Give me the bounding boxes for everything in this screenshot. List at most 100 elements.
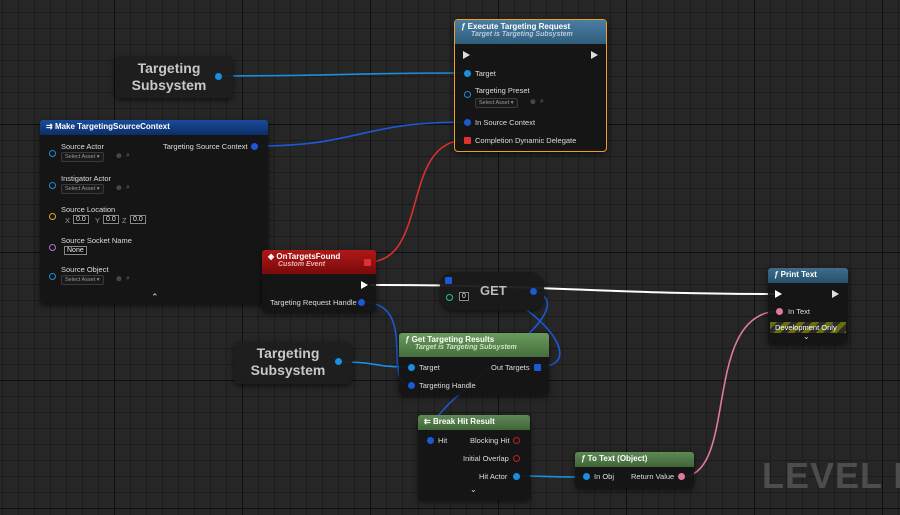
wire-return-to-intext [680,310,781,478]
x-value-input[interactable]: 0.0 [73,215,89,224]
array-get-node[interactable]: GET 0 [440,272,544,310]
z-label: Z [122,216,127,225]
node-subtitle: Target is Targeting Subsystem [415,344,517,351]
in-text-pin[interactable] [776,308,783,315]
search-icon[interactable]: ⌕ [126,184,130,191]
in-obj-pin[interactable] [583,473,590,480]
hit-input-pin[interactable] [427,437,434,444]
add-icon[interactable]: ⊕ [116,185,122,192]
instigator-actor-label: Instigator Actor [61,174,112,183]
execute-targeting-request-node[interactable]: ƒ Execute Targeting Request Target is Ta… [454,19,607,152]
get-targeting-results-node[interactable]: ƒ Get Targeting Results Target is Target… [399,333,549,395]
exec-in-pin[interactable] [463,51,470,59]
wire-delegate [367,139,467,263]
targeting-subsystem-variable-node[interactable]: Targeting Subsystem [115,56,233,98]
node-title: Get Targeting Results [411,335,495,344]
break-hit-result-node[interactable]: ⇇ Break Hit Result Hit Blocking Hit Init… [418,415,530,500]
source-object-dropdown[interactable]: Select Asset [61,275,104,285]
in-source-context-label: In Source Context [475,118,536,127]
node-header: ⇇ Break Hit Result [418,415,530,430]
event-delegate-pin[interactable] [364,259,371,266]
targeting-subsystem-variable-node-2[interactable]: Targeting Subsystem [234,342,352,384]
search-icon[interactable]: ⌕ [126,152,130,159]
expand-chevron-icon[interactable]: ⌄ [803,332,810,341]
source-socket-name-pin[interactable] [49,244,56,251]
add-icon[interactable]: ⊕ [116,276,122,283]
collapse-chevron-icon[interactable]: ⌃ [151,292,159,302]
to-text-object-node[interactable]: ƒ To Text (Object) In Obj Return Value [575,452,694,488]
exec-in-pin[interactable] [775,290,782,298]
blocking-hit-pin[interactable] [513,437,520,444]
function-icon: ƒ [581,454,588,463]
search-icon[interactable]: ⌕ [540,98,544,105]
function-icon: ƒ [405,335,412,344]
socket-name-input[interactable]: None [64,246,87,255]
variable-name-line-2: Subsystem [250,362,326,378]
search-icon[interactable]: ⌕ [126,275,130,282]
add-icon[interactable]: ⊕ [116,153,122,160]
y-label: Y [95,216,101,225]
array-input-pin[interactable] [445,277,452,284]
out-targets-pin[interactable] [534,364,541,371]
completion-delegate-pin[interactable] [464,137,471,144]
print-text-node[interactable]: ƒ Print Text In Text Development Only ⌄ [768,268,848,344]
targeting-preset-label: Targeting Preset [475,86,530,95]
targeting-source-context-output-pin[interactable] [251,143,258,150]
exec-out-pin[interactable] [832,290,839,298]
hit-label: Hit [438,436,448,445]
expand-chevron-icon[interactable]: ⌄ [470,485,477,494]
y-value-input[interactable]: 0.0 [103,215,119,224]
development-only-label: Development Only [775,323,837,332]
hit-actor-label: Hit Actor [479,472,508,481]
targeting-handle-pin[interactable] [408,382,415,389]
node-title: Print Text [780,270,817,279]
wire-subsystem-to-target [218,72,467,77]
z-value-input[interactable]: 0.0 [130,215,146,224]
in-source-context-pin[interactable] [464,119,471,126]
source-object-pin[interactable] [49,273,56,280]
in-obj-label: In Obj [594,472,615,481]
function-icon: ƒ [774,270,781,279]
return-value-label: Return Value [631,472,675,481]
wire-exec-event-to-print [369,284,779,295]
variable-name-line-1: Targeting [137,60,201,76]
target-pin[interactable] [464,70,471,77]
hit-actor-pin[interactable] [513,473,520,480]
development-only-banner: Development Only [770,322,846,333]
targeting-request-handle-pin[interactable] [358,299,365,306]
add-icon[interactable]: ⊕ [530,99,536,106]
targeting-handle-label: Targeting Handle [419,381,476,390]
instigator-actor-pin[interactable] [49,182,56,189]
targeting-request-handle-label: Targeting Request Handle [270,298,357,307]
targeting-preset-pin[interactable] [464,91,471,98]
source-actor-pin[interactable] [49,150,56,157]
return-value-pin[interactable] [678,473,685,480]
node-header: ◈ OnTargetsFound Custom Event [262,250,376,274]
source-actor-dropdown[interactable]: Select Asset [61,152,104,162]
node-title: Make TargetingSourceContext [54,122,170,131]
on-targets-found-event-node[interactable]: ◈ OnTargetsFound Custom Event Targeting … [262,250,376,312]
in-text-label: In Text [788,307,810,316]
initial-overlap-pin[interactable] [513,455,520,462]
subsystem-output-pin[interactable] [335,358,342,365]
node-header: ƒ Get Targeting Results Target is Target… [399,333,549,357]
node-title: Break Hit Result [432,417,495,426]
node-header: ⇉ Make TargetingSourceContext [40,120,268,135]
get-output-pin[interactable] [530,288,537,295]
instigator-actor-dropdown[interactable]: Select Asset [61,184,104,194]
initial-overlap-label: Initial Overlap [463,454,509,463]
completion-delegate-label: Completion Dynamic Delegate [475,136,577,145]
source-location-pin[interactable] [49,213,56,220]
target-pin[interactable] [408,364,415,371]
target-label: Target [419,363,440,372]
exec-out-pin[interactable] [591,51,598,59]
preset-asset-dropdown[interactable]: Select Asset [475,98,518,108]
subsystem-output-pin[interactable] [215,73,222,80]
exec-out-pin[interactable] [361,281,368,289]
index-input[interactable]: 0 [459,292,469,301]
variable-name-line-2: Subsystem [131,77,207,93]
index-pin[interactable] [446,294,453,301]
node-header: ƒ Print Text [768,268,848,283]
node-header: ƒ Execute Targeting Request Target is Ta… [455,20,606,44]
make-targeting-source-context-node[interactable]: ⇉ Make TargetingSourceContext Source Act… [40,120,268,304]
